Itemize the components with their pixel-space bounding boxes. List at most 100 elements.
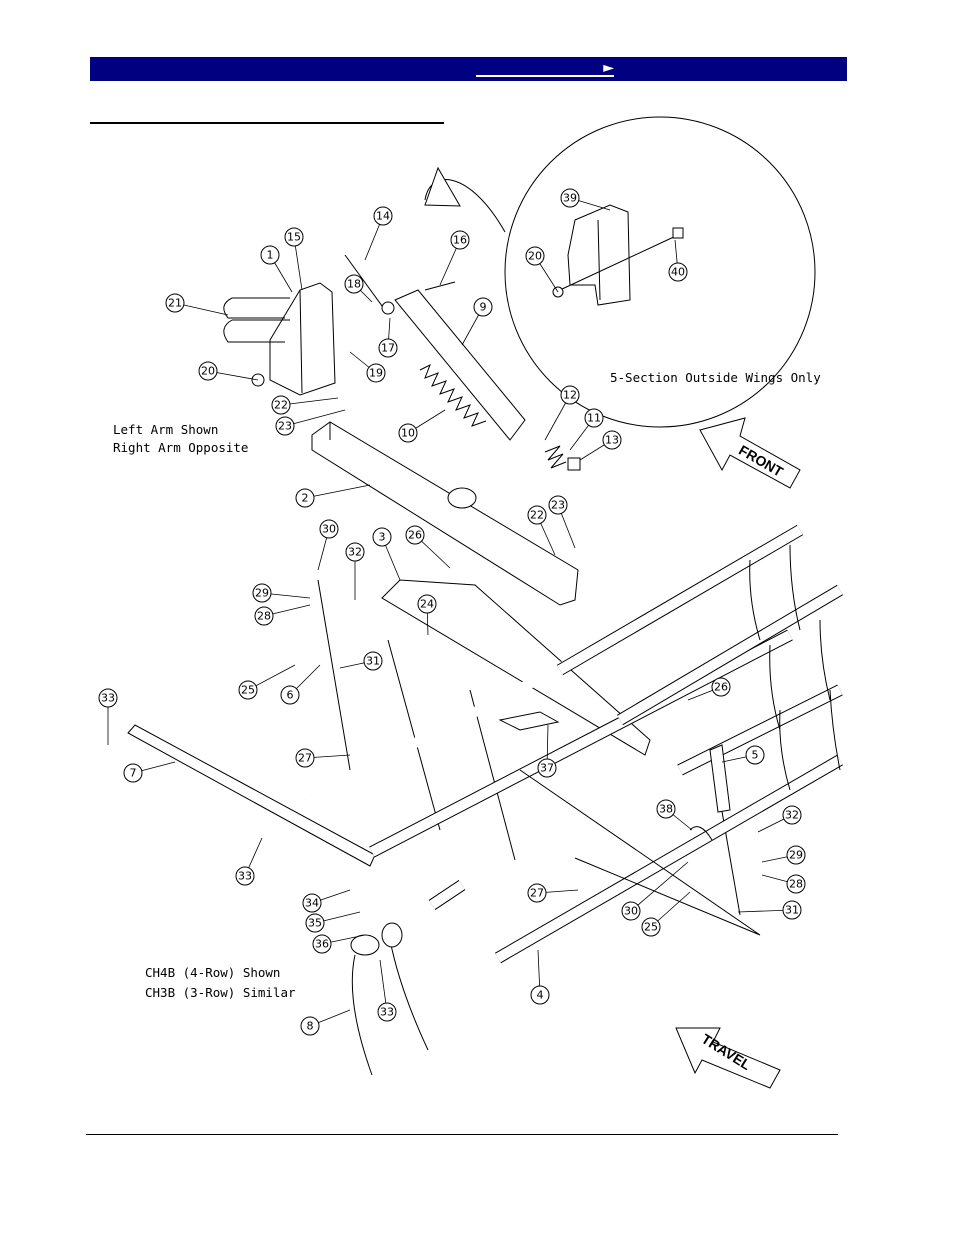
callout-39: 39 xyxy=(560,188,611,211)
section-title-rule xyxy=(90,122,444,124)
callout-33: 33 xyxy=(377,959,397,1022)
callout-number: 3 xyxy=(379,531,386,544)
callout-balloon xyxy=(165,293,185,313)
callout-balloon xyxy=(252,583,272,603)
callout-balloon xyxy=(530,985,550,1005)
callout-15: 15 xyxy=(284,227,304,291)
callout-number: 27 xyxy=(298,752,312,765)
callout-number: 30 xyxy=(322,523,336,536)
detail-bolt xyxy=(559,234,679,291)
callout-number: 29 xyxy=(789,849,803,862)
callout-number: 5 xyxy=(752,749,759,762)
callout-28: 28 xyxy=(254,604,311,626)
callout-number: 2 xyxy=(302,492,309,505)
hanger-2 xyxy=(387,639,441,831)
callout-25: 25 xyxy=(641,891,691,937)
callout-number: 9 xyxy=(480,301,487,314)
callout-36: 36 xyxy=(312,934,366,954)
callout-31: 31 xyxy=(737,900,802,920)
callout-5: 5 xyxy=(721,745,765,765)
callout-balloon xyxy=(254,606,274,626)
model-note-line1: CH4B (4-Row) Shown xyxy=(145,965,280,980)
callout-balloon xyxy=(525,246,545,266)
callout-balloon xyxy=(363,651,383,671)
callout-23: 23 xyxy=(275,409,346,436)
callout-balloon xyxy=(450,230,470,250)
callout-number: 8 xyxy=(307,1020,314,1033)
u-bolt-upper xyxy=(223,297,290,319)
callout-number: 34 xyxy=(305,897,319,910)
callout-balloon xyxy=(560,188,580,208)
callout-40: 40 xyxy=(668,239,688,282)
callout-29: 29 xyxy=(252,583,311,603)
detail-connector xyxy=(424,179,506,233)
callout-balloon xyxy=(398,423,418,443)
threaded-rod xyxy=(344,254,386,311)
callout-number: 22 xyxy=(530,509,544,522)
callout-number: 38 xyxy=(659,803,673,816)
callout-balloon xyxy=(98,688,118,708)
tine-bar-b xyxy=(617,585,843,725)
callout-leader xyxy=(280,397,339,406)
callout-balloon xyxy=(345,542,365,562)
callout-balloon xyxy=(584,408,604,428)
callout-number: 19 xyxy=(369,367,383,380)
callout-balloon xyxy=(560,385,580,405)
callout-balloon xyxy=(656,799,676,819)
callout-24: 24 xyxy=(417,594,437,636)
callout-number: 25 xyxy=(644,921,658,934)
next-page-link[interactable]: ► xyxy=(476,59,614,77)
callout-balloon xyxy=(235,866,255,886)
callout-number: 23 xyxy=(551,499,565,512)
callout-6: 6 xyxy=(280,664,321,705)
callout-7: 7 xyxy=(123,761,176,783)
callout-number: 26 xyxy=(714,681,728,694)
callout-29: 29 xyxy=(761,845,806,865)
callout-number: 15 xyxy=(287,231,301,244)
callout-balloon xyxy=(473,297,493,317)
callout-number: 36 xyxy=(315,938,329,951)
tube-2 xyxy=(369,630,793,857)
callout-number: 39 xyxy=(563,192,577,205)
callout-18: 18 xyxy=(344,274,373,303)
callout-balloon xyxy=(372,527,392,547)
callout-number: 22 xyxy=(274,399,288,412)
mount-bracket-edge xyxy=(299,289,303,394)
callout-number: 21 xyxy=(168,297,182,310)
callout-3: 3 xyxy=(372,527,401,581)
hanger-3 xyxy=(469,689,516,861)
hanger-1 xyxy=(317,579,351,771)
front-arrow-icon: FRONT xyxy=(699,417,801,489)
callout-balloon xyxy=(548,495,568,515)
wings-note: 5-Section Outside Wings Only xyxy=(610,370,821,385)
arm-note-line1: Left Arm Shown xyxy=(113,422,218,437)
callout-number: 10 xyxy=(401,427,415,440)
callout-balloon xyxy=(260,245,280,265)
callout-10: 10 xyxy=(398,409,446,443)
callout-number: 28 xyxy=(789,878,803,891)
callout-number: 11 xyxy=(587,412,601,425)
callout-27: 27 xyxy=(527,883,579,903)
callout-number: 18 xyxy=(347,278,361,291)
adjust-bolt xyxy=(567,457,581,471)
callout-number: 12 xyxy=(563,389,577,402)
callout-balloon xyxy=(295,488,315,508)
tine-bar-a xyxy=(557,525,803,675)
callout-balloon xyxy=(123,763,143,783)
callout-32: 32 xyxy=(345,542,365,600)
callout-number: 17 xyxy=(381,342,395,355)
callout-20: 20 xyxy=(525,246,559,293)
mount-bracket xyxy=(269,282,336,396)
washer-17 xyxy=(381,301,395,315)
callout-number: 40 xyxy=(671,266,685,279)
spring-arm xyxy=(394,289,526,441)
callout-38: 38 xyxy=(656,799,693,831)
callout-balloon xyxy=(786,845,806,865)
callout-balloon xyxy=(602,430,622,450)
callout-32: 32 xyxy=(757,805,802,833)
bracket-5 xyxy=(709,744,731,813)
callout-balloon xyxy=(527,883,547,903)
callout-number: 29 xyxy=(255,587,269,600)
callout-16: 16 xyxy=(439,230,470,286)
callout-number: 26 xyxy=(408,529,422,542)
